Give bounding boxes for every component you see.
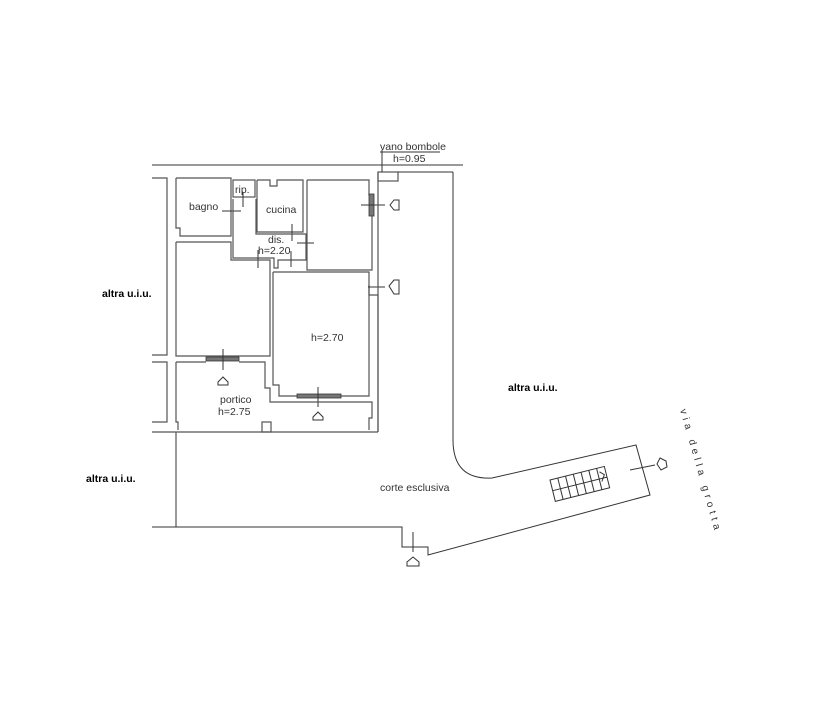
portico (175, 349, 373, 433)
entrance-arrow-icon (312, 411, 324, 421)
label-portico-height: h=2.75 (218, 406, 251, 418)
label-vano-bombole: vano bombole (380, 141, 446, 153)
label-vano-bombole-height: h=0.95 (393, 153, 426, 165)
room-disimpegno (232, 199, 314, 269)
label-bagno: bagno (189, 201, 218, 213)
label-main-room-height: h=2.70 (311, 332, 344, 344)
room-rip (232, 179, 256, 207)
entrance-arrow-icon (217, 376, 229, 386)
label-street-name: via della grotta (677, 408, 723, 535)
label-altra-uiu-right: altra u.i.u. (508, 382, 558, 394)
room-upper-right (306, 179, 385, 271)
label-corte-esclusiva: corte esclusiva (380, 482, 450, 494)
entrance-arrow-icon (389, 199, 400, 211)
left-neighbour-walls (152, 177, 378, 527)
corte-outline (152, 171, 656, 556)
entrance-arrow-icon (388, 279, 400, 295)
entrance-arrow-icon (656, 457, 668, 471)
label-dis: dis. (268, 234, 284, 246)
label-portico: portico (220, 394, 252, 406)
label-altra-uiu-left-bottom: altra u.i.u. (86, 473, 136, 485)
room-main (272, 271, 385, 432)
stairs (549, 465, 611, 502)
room-cucina (256, 179, 304, 241)
label-dis-height: h=2.20 (258, 245, 291, 257)
room-bagno (175, 177, 241, 237)
label-rip: rip. (235, 184, 250, 196)
entrance-arrow-icon (406, 556, 420, 567)
label-cucina: cucina (266, 204, 297, 216)
window-main-room (296, 393, 342, 399)
label-altra-uiu-left-top: altra u.i.u. (102, 288, 152, 300)
room-left (175, 241, 271, 357)
